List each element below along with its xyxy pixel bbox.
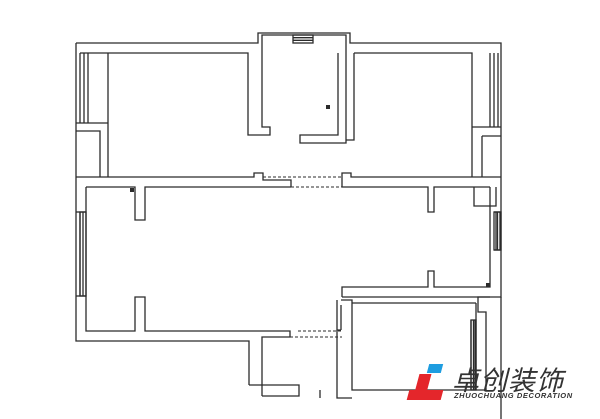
wall-segment <box>346 53 355 141</box>
windows-layer <box>79 34 502 391</box>
logo-blue-mark <box>426 364 444 373</box>
walls-layer <box>75 32 502 419</box>
wall-segment <box>76 130 101 177</box>
wall-segment <box>341 177 502 391</box>
floor-drain-icon <box>130 188 134 192</box>
wall-segment <box>341 172 501 187</box>
wall-segment <box>76 172 292 187</box>
wall-segment <box>341 187 491 297</box>
wall-segment <box>249 384 300 397</box>
wall-segment <box>342 186 490 213</box>
wall-segment <box>75 177 250 385</box>
wall-segment <box>86 186 291 221</box>
fixtures-layer <box>130 105 490 287</box>
wall-segment <box>299 43 347 144</box>
floor-drain-icon <box>486 283 490 287</box>
wall-segment <box>76 32 502 177</box>
wall-segment <box>336 330 352 399</box>
company-logo: 卓创装饰 ZHUOCHUANG DECORATION <box>400 360 600 410</box>
wall-segment <box>354 52 473 127</box>
wall-segment <box>108 43 271 136</box>
wall-segment <box>261 34 347 43</box>
wall-segment <box>473 187 497 207</box>
floor-drain-icon <box>326 105 330 109</box>
logo-english-name: ZHUOCHUANG DECORATION <box>454 391 573 400</box>
wall-segment <box>85 187 291 385</box>
door-openings-layer <box>263 176 342 338</box>
logo-red-mark-horizontal <box>406 390 444 400</box>
logo-chinese-name: 卓创装饰 <box>452 366 564 397</box>
window <box>292 34 314 44</box>
